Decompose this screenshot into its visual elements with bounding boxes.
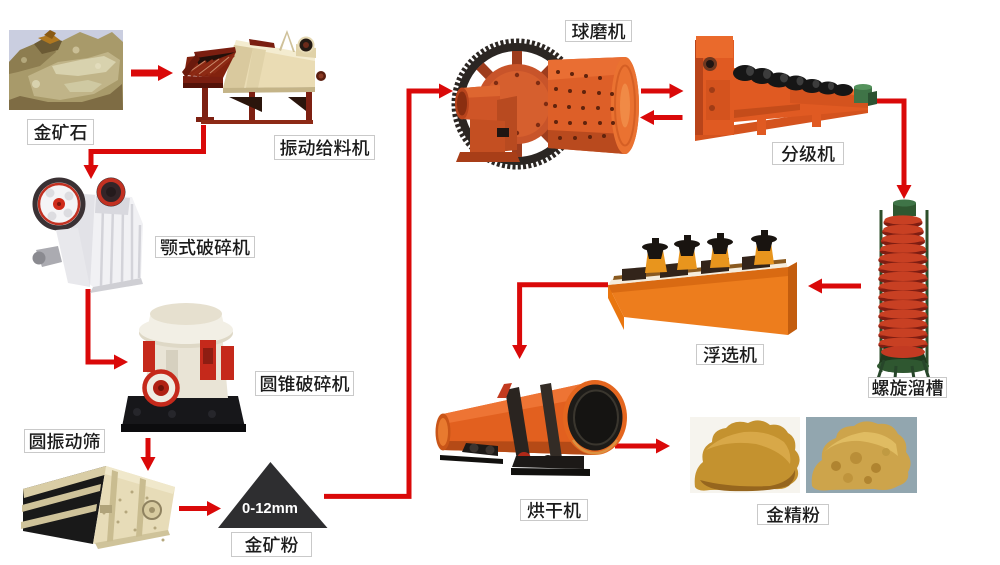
- svg-text:0-12mm: 0-12mm: [242, 501, 298, 517]
